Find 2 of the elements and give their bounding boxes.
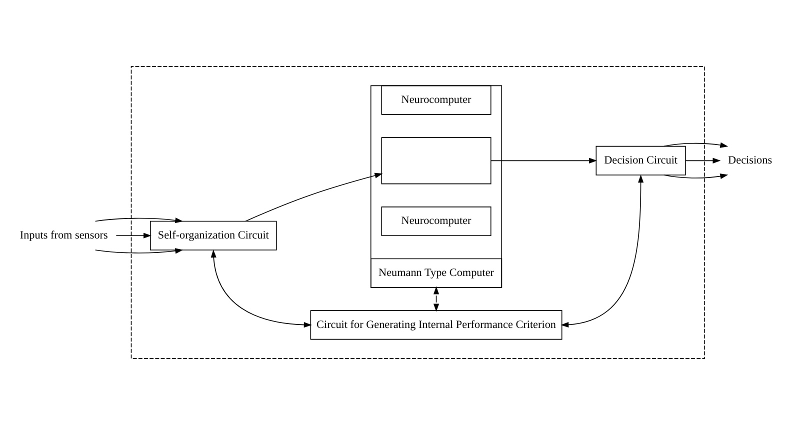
node-text: Inputs from sensors (20, 229, 108, 242)
node-text: Decisions (728, 154, 772, 166)
